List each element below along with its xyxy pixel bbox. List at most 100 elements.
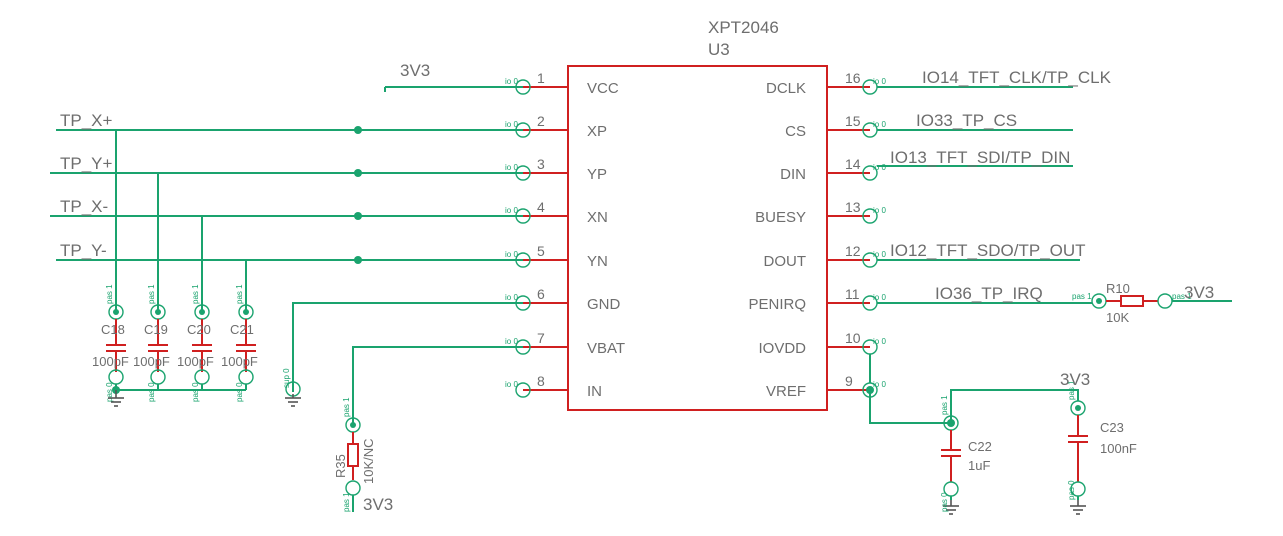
pin-type-tag: io 0 [873, 77, 886, 86]
pin-label-penirq: PENIRQ [748, 296, 806, 313]
net-label-pullup: 3V3 [1184, 283, 1214, 302]
ground-icon [285, 394, 301, 407]
right-nets: IO14_TFT_CLK/TP_CLK IO33_TP_CS IO13_TFT_… [866, 68, 1232, 512]
pin-type-tag: io 0 [873, 293, 886, 302]
pin-type-tag: io 0 [873, 206, 886, 215]
cap-ref: C20 [187, 322, 211, 337]
chip-body [567, 65, 828, 411]
pin-number: 9 [845, 373, 853, 389]
junction-dot [354, 126, 362, 134]
pin-label-xp: XP [587, 123, 607, 140]
pin-type-tag: pas 1 [940, 395, 949, 415]
pin-label-cs: CS [785, 123, 806, 140]
net-label-tp-xp: TP_X+ [60, 111, 113, 130]
resistor-ref: R10 [1106, 281, 1130, 296]
resistor-r10: pas 1 pas 1 R10 10K 3V3 [1072, 281, 1232, 325]
wire-vbat [352, 346, 523, 425]
resistor-value: 10K [1106, 310, 1129, 325]
pin-type-tag: io 0 [505, 250, 518, 259]
chip-name: XPT2046 [708, 18, 779, 37]
net-label-dclk: IO14_TFT_CLK/TP_CLK [922, 68, 1112, 87]
pin-number: 1 [537, 70, 545, 86]
net-label-vref: 3V3 [1060, 370, 1090, 389]
capacitor-c18: C18 100pF [92, 304, 129, 385]
pin-label-din: DIN [780, 166, 806, 183]
filter-caps: C18 100pF C19 100pF C20 100pF [92, 284, 258, 402]
capacitor-c20: C20 100pF [177, 304, 214, 385]
cap-value: 100pF [177, 354, 214, 369]
wire-c20 [201, 215, 358, 312]
pin-label-xn: XN [587, 209, 608, 226]
ground-symbols [108, 390, 1086, 515]
resistor-value: 10K/NC [361, 438, 376, 484]
cap-value: 100pF [221, 354, 258, 369]
pin-number: 16 [845, 70, 861, 86]
pin-label-vref: VREF [766, 383, 806, 400]
pin-label-dclk: DCLK [766, 80, 806, 97]
pin-type-tag: pas 1 [1172, 292, 1192, 301]
pin-label-gnd: GND [587, 296, 621, 313]
pin-number: 14 [845, 156, 861, 172]
pin-type-tag: io 0 [873, 120, 886, 129]
cap-value: 100pF [133, 354, 170, 369]
pin-type-tag: pas 0 [235, 382, 244, 402]
pin-number: 10 [845, 330, 861, 346]
wire-c19 [157, 172, 358, 312]
pin-number: 3 [537, 156, 545, 172]
pin-type-tag: io 0 [505, 206, 518, 215]
resistor-body [347, 443, 359, 467]
pin-number: 5 [537, 243, 545, 259]
capacitor-c22: pas 1 pas 0 C22 1uF [940, 389, 1079, 512]
capacitor-c19: C19 100pF [133, 304, 170, 385]
wire-vref-c22 [869, 390, 951, 424]
pin-type-tag: pas 0 [940, 492, 949, 512]
pin-number: 4 [537, 199, 545, 215]
pin-type-tag: pas 1 [342, 492, 351, 512]
pin-number: 7 [537, 330, 545, 346]
cap-ref: C22 [968, 439, 992, 454]
pin-type-tag: pas 0 [191, 382, 200, 402]
ground-icon [108, 390, 124, 407]
pin-type-tag: io 0 [505, 293, 518, 302]
pin-type-tag: pas 1 [1067, 380, 1076, 400]
cap-ref: C23 [1100, 420, 1124, 435]
pin-type-tag: sup 0 [282, 368, 291, 388]
xpt2046-chip: XPT2046 U3 [567, 18, 828, 411]
pin-type-tag: io 0 [873, 163, 886, 172]
pin-type-tag: io 0 [505, 163, 518, 172]
pin-type-tag: pas 1 [1072, 292, 1092, 301]
pin-label-vcc: VCC [587, 80, 619, 97]
pin-type-tag: io 0 [505, 120, 518, 129]
pin-label-iovdd: IOVDD [758, 340, 806, 357]
pin-number: 8 [537, 373, 545, 389]
pin-type-tag: pas 0 [105, 382, 114, 402]
net-label-tp-yp: TP_Y+ [60, 154, 113, 173]
capacitor-c21: C21 100pF [221, 304, 258, 385]
ground-icon [1070, 500, 1086, 515]
resistor-body [1120, 295, 1144, 307]
pin-type-tag: pas 0 [1067, 480, 1076, 500]
pin-type-tag: pas 1 [342, 397, 351, 417]
cap-ref: C19 [144, 322, 168, 337]
pin-number: 6 [537, 286, 545, 302]
wire-c21 [245, 259, 358, 312]
pin-type-tag: io 0 [505, 337, 518, 346]
pin-label-vbat: VBAT [587, 340, 625, 357]
net-label-din: IO13_TFT_SDI/TP_DIN [890, 148, 1070, 167]
pin-type-tag: pas 0 [147, 382, 156, 402]
chip-pins-right: 16 15 14 13 12 11 10 9 io 0 io 0 io 0 io… [748, 70, 886, 400]
net-label-penirq: IO36_TP_IRQ [935, 284, 1043, 303]
pin-number: 11 [845, 286, 860, 302]
pin-label-yp: YP [587, 166, 607, 183]
net-label-dout: IO12_TFT_SDO/TP_OUT [890, 241, 1086, 260]
cap-ref: C21 [230, 322, 254, 337]
pin-type-tag: io 0 [505, 380, 518, 389]
pin-type-tag: pas 1 [235, 284, 244, 304]
chip-ref: U3 [708, 40, 730, 59]
cap-value: 1uF [968, 458, 990, 473]
cap-ref: C18 [101, 322, 125, 337]
pin-label-yn: YN [587, 253, 608, 270]
pin-type-tag: pas 1 [191, 284, 200, 304]
resistor-r35: pas 1 pas 1 R35 10K/NC 3V3 [333, 397, 393, 514]
